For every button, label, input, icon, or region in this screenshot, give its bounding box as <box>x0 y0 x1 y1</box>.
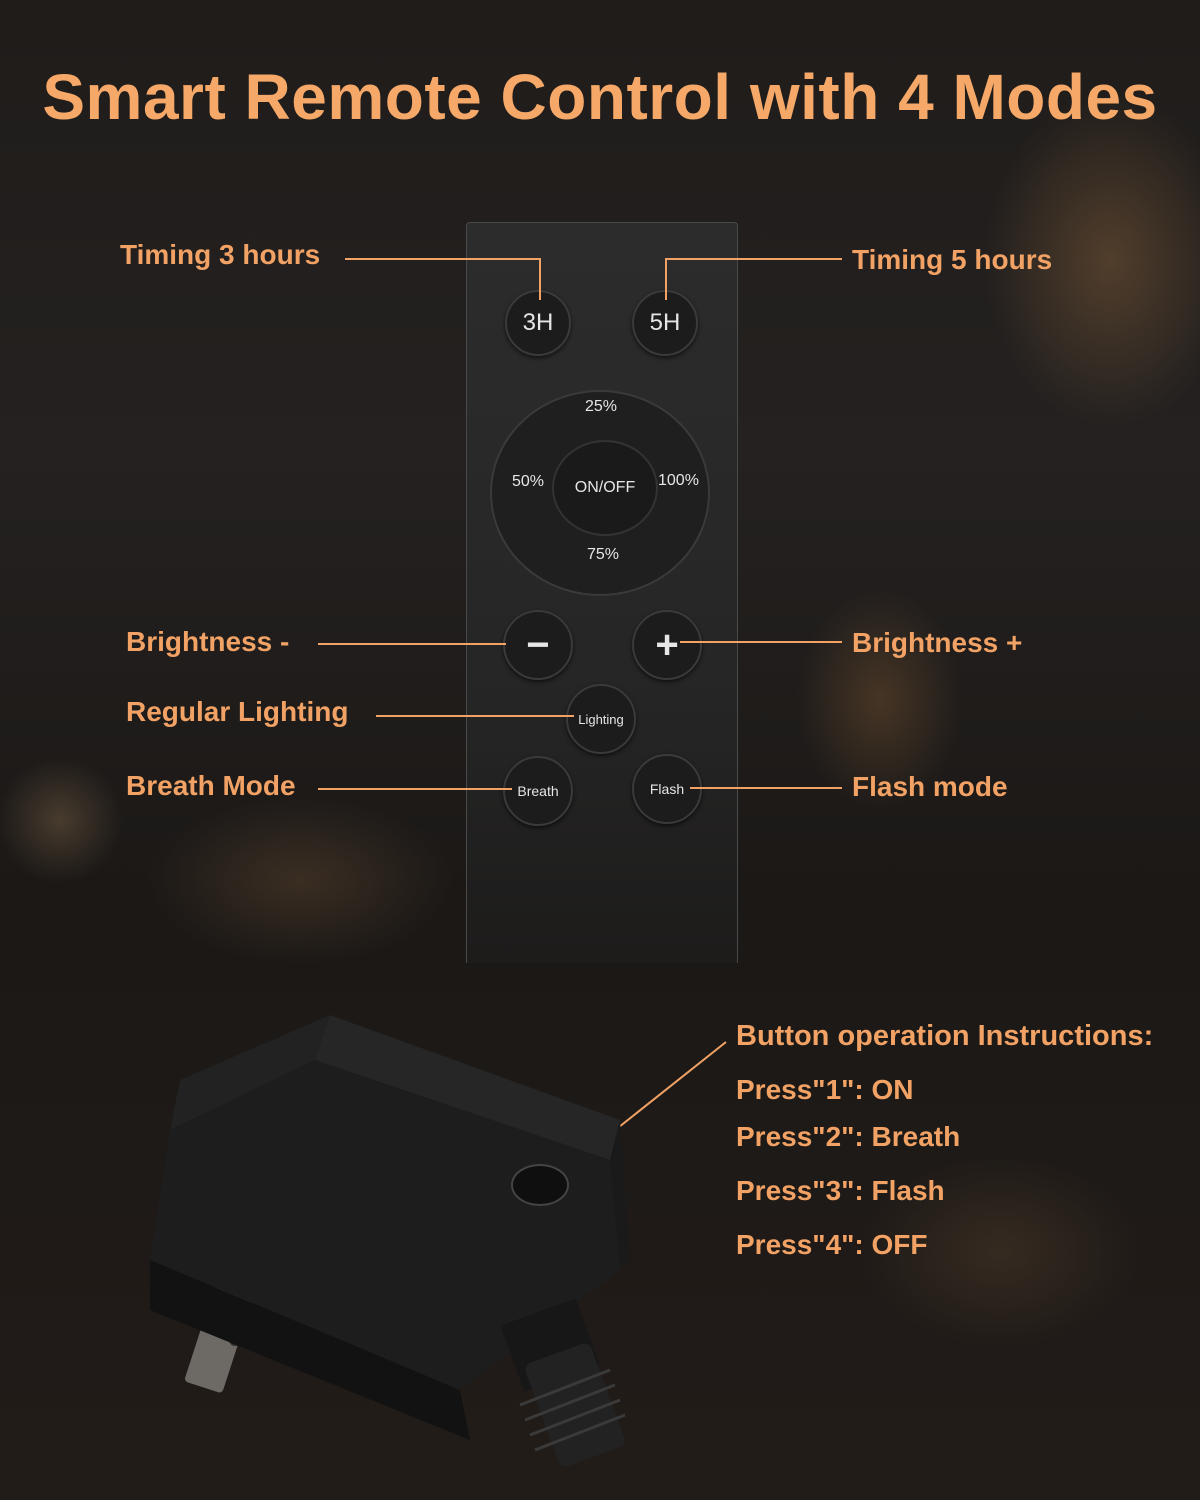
brightness-plus-button[interactable]: + <box>632 610 702 680</box>
power-adapter <box>150 1015 630 1467</box>
dial-25-button[interactable]: 25% <box>585 398 618 415</box>
label-flash-mode: Flash mode <box>852 771 1008 802</box>
leader-timing5 <box>665 258 842 300</box>
instructions-heading: Button operation Instructions: <box>736 1020 1154 1052</box>
breath-button[interactable]: Breath <box>503 756 573 826</box>
dial-75-button[interactable]: 75% <box>587 546 620 563</box>
label-regular-lighting: Regular Lighting <box>126 696 349 727</box>
label-breath-mode: Breath Mode <box>126 770 296 801</box>
adapter-button-icon <box>511 1164 569 1206</box>
timer-3h-button[interactable]: 3H <box>505 290 571 356</box>
label-brightness-plus: Brightness + <box>852 627 1023 658</box>
label-brightness-minus: Brightness - <box>126 626 290 657</box>
brightness-minus-button[interactable]: − <box>503 610 573 680</box>
label-timing-3-hours: Timing 3 hours <box>120 239 321 270</box>
page-title: Smart Remote Control with 4 Modes <box>42 61 1158 133</box>
dial-100-button[interactable]: 100% <box>658 472 699 489</box>
instruction-step: Press"2": Breath <box>736 1121 961 1152</box>
instruction-step: Press"4": OFF <box>736 1229 928 1260</box>
on-off-button[interactable]: ON/OFF <box>552 440 658 536</box>
leader-timing3 <box>345 258 541 300</box>
instruction-step: Press"1": ON <box>736 1074 914 1105</box>
lighting-button[interactable]: Lighting <box>566 684 636 754</box>
instruction-step: Press"3": Flash <box>736 1175 945 1206</box>
label-timing-5-hours: Timing 5 hours <box>852 244 1053 275</box>
timer-5h-button[interactable]: 5H <box>632 290 698 356</box>
dial-50-button[interactable]: 50% <box>512 473 545 490</box>
